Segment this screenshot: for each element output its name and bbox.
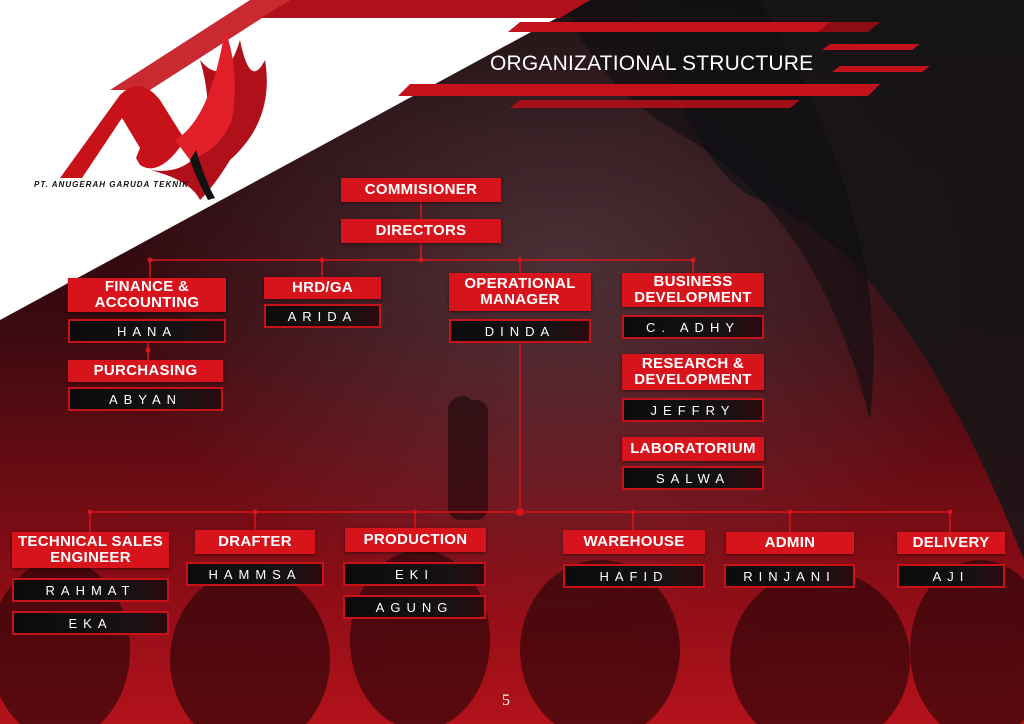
research-name: JEFFRY	[622, 398, 764, 422]
drafter-box: DRAFTER	[195, 530, 315, 554]
page-number: 5	[502, 692, 510, 709]
page-title: ORGANIZATIONAL STRUCTURE	[490, 52, 814, 75]
production-box: PRODUCTION	[345, 528, 486, 552]
tse-name-1: RAHMAT	[12, 578, 169, 602]
finance-accounting-box: FINANCE & ACCOUNTING	[68, 278, 226, 312]
commissioner-box: COMMISIONER	[341, 178, 501, 202]
purchasing-box: PURCHASING	[68, 360, 223, 382]
header-stripes	[398, 22, 930, 108]
production-name-2: AGUNG	[343, 595, 486, 619]
company-name: PT. ANUGERAH GARUDA TEKNIK	[34, 180, 190, 189]
business-name: C. ADHY	[622, 315, 764, 339]
directors-box: DIRECTORS	[341, 219, 501, 243]
purchasing-name: ABYAN	[68, 387, 223, 411]
research-development-box: RESEARCH & DEVELOPMENT	[622, 354, 764, 390]
delivery-box: DELIVERY	[897, 532, 1005, 554]
warehouse-name: HAFID	[563, 564, 705, 588]
company-logo	[60, 30, 267, 200]
drafter-name: HAMMSA	[186, 562, 324, 586]
laboratorium-name: SALWA	[622, 466, 764, 490]
hrd-ga-box: HRD/GA	[264, 277, 381, 299]
warehouse-box: WAREHOUSE	[563, 530, 705, 554]
admin-box: ADMIN	[726, 532, 854, 554]
admin-name: RINJANI	[724, 564, 855, 588]
finance-name: HANA	[68, 319, 226, 343]
business-development-box: BUSINESS DEVELOPMENT	[622, 273, 764, 307]
tse-name-2: EKA	[12, 611, 169, 635]
laboratorium-box: LABORATORIUM	[622, 437, 764, 461]
technical-sales-engineer-box: TECHNICAL SALES ENGINEER	[12, 532, 169, 568]
delivery-name: AJI	[897, 564, 1005, 588]
hrd-name: ARIDA	[264, 304, 381, 328]
operational-name: DINDA	[449, 319, 591, 343]
operational-manager-box: OPERATIONAL MANAGER	[449, 273, 591, 311]
production-name-1: EKI	[343, 562, 486, 586]
